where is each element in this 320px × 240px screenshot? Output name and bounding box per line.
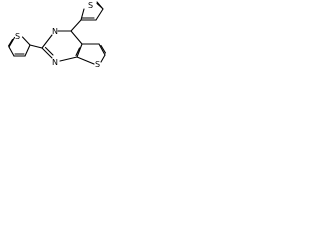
bond-left-ring-to-central-carbon [29, 44, 43, 49]
nitrogen-atom-bottom: N [52, 58, 58, 67]
right-fused-thiophene-ring [76, 43, 107, 65]
nitrogen-atom-top: N [52, 27, 58, 36]
sulfur-atom-right: S [95, 60, 100, 69]
chemical-structure-diagram: S N N S S [7, 1, 107, 69]
central-dihydropyrimidine-ring [41, 30, 83, 62]
top-right-thiophene-ring [70, 1, 104, 32]
sulfur-atom-top-right: S [88, 1, 93, 10]
left-thiophene-ring [7, 36, 31, 57]
sulfur-atom-left: S [15, 32, 20, 41]
